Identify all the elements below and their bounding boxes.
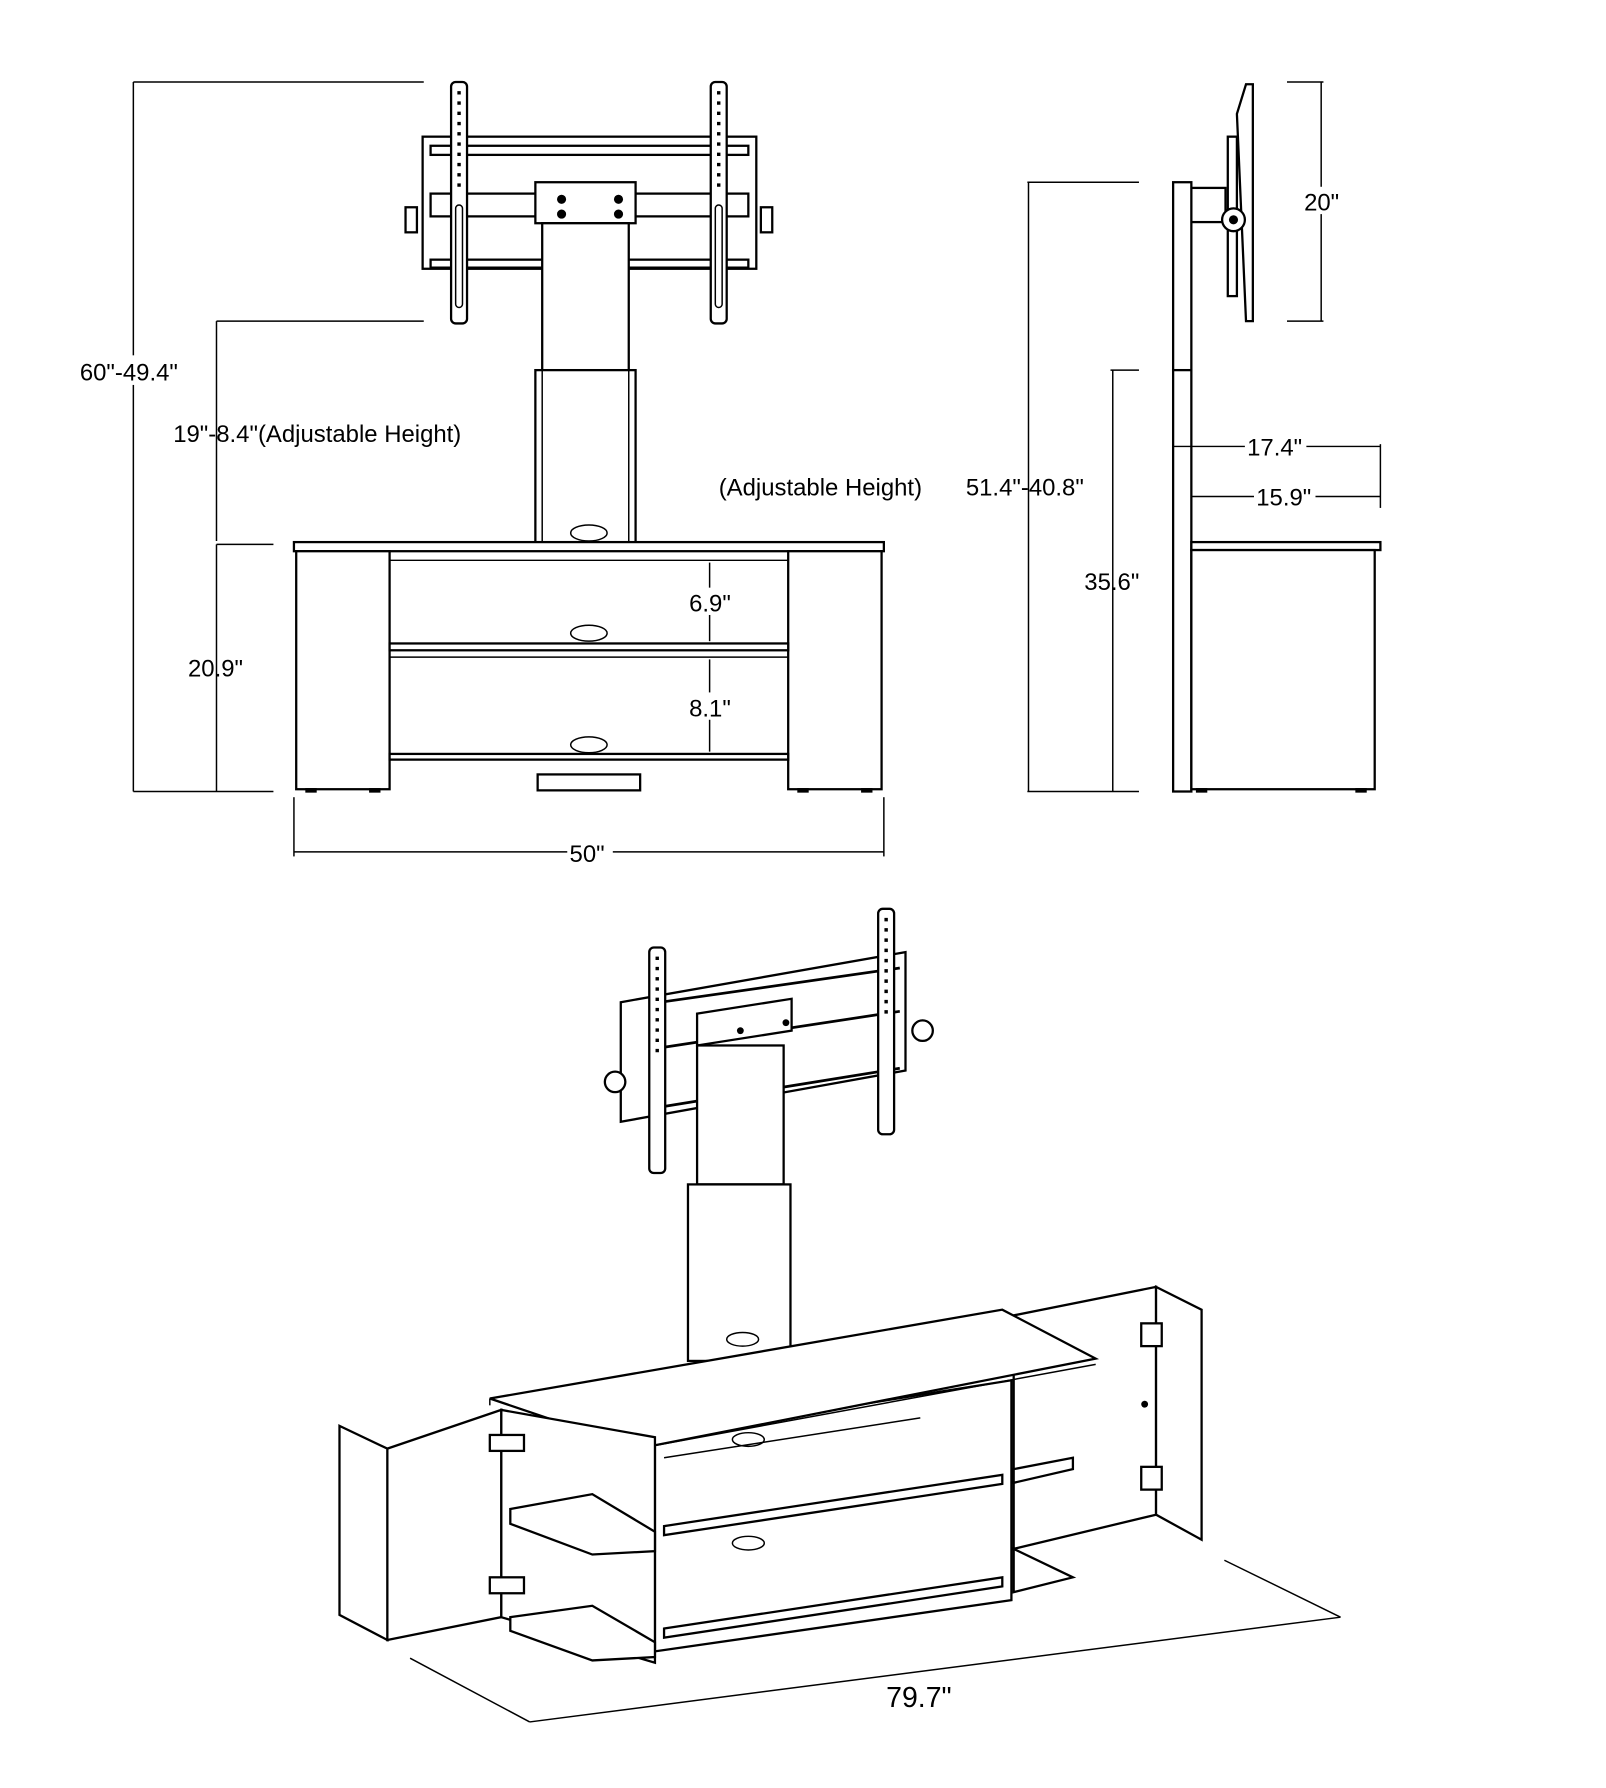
depth-cabinet-label: 15.9" [1256, 485, 1311, 512]
width-label: 50" [570, 841, 605, 868]
mount-height-label: 20" [1304, 190, 1339, 217]
side-view: 20" (Adjustable Height) 51.4"-40.8" 35.6… [719, 81, 1382, 793]
pole-side-upper [1171, 181, 1193, 372]
dimension-overall-height: 60"-49.4" [77, 81, 424, 793]
mount-adjust-label: 19"-8.4"(Adjustable Height) [173, 421, 461, 448]
pole-base-height-label: 35.6" [1084, 569, 1139, 596]
cabinet-height-label: 20.9" [188, 655, 243, 682]
lower-shelf-gap-label: 8.1" [689, 695, 731, 722]
tv-mount-side [1190, 83, 1254, 323]
depth-total-label: 17.4" [1247, 435, 1302, 462]
main-cabinet-perspective [489, 1308, 1100, 1653]
dimension-shelf-gaps: 6.9" 8.1" [686, 562, 735, 752]
left-cabinet-perspective [338, 1408, 657, 1665]
dimension-pole-base-height: 35.6" [1084, 369, 1139, 792]
pole-height-label: 51.4"-40.8" [966, 474, 1084, 501]
tv-mount-front [404, 80, 774, 325]
extended-width-label: 79.7" [886, 1682, 952, 1714]
perspective-view: 79.7" [338, 907, 1341, 1723]
tv-mount-perspective [603, 907, 934, 1175]
dimension-depth: 17.4" 15.9" [1173, 432, 1382, 512]
dimension-mount-adjust: 19"-8.4"(Adjustable Height) [173, 320, 461, 541]
dimension-width: 50" [293, 797, 885, 868]
dimension-extended-width: 79.7" [409, 1559, 1341, 1723]
overall-height-label: 60"-49.4" [80, 359, 178, 386]
dimension-mount-height: 20" [1287, 81, 1343, 322]
cabinet-front [292, 540, 885, 793]
cabinet-side [1190, 540, 1382, 793]
upper-shelf-gap-label: 6.9" [689, 591, 731, 618]
dimension-pole-height: (Adjustable Height) 51.4"-40.8" [719, 181, 1139, 793]
pole-front [534, 222, 637, 545]
pole-side-lower [1171, 368, 1193, 793]
pole-perspective [686, 1044, 792, 1363]
adjustable-height-label: (Adjustable Height) [719, 474, 922, 501]
front-view: 60"-49.4" 19"-8.4"(Adjustable Height) 20… [77, 80, 885, 868]
dimension-cabinet-height: 20.9" [188, 543, 274, 792]
